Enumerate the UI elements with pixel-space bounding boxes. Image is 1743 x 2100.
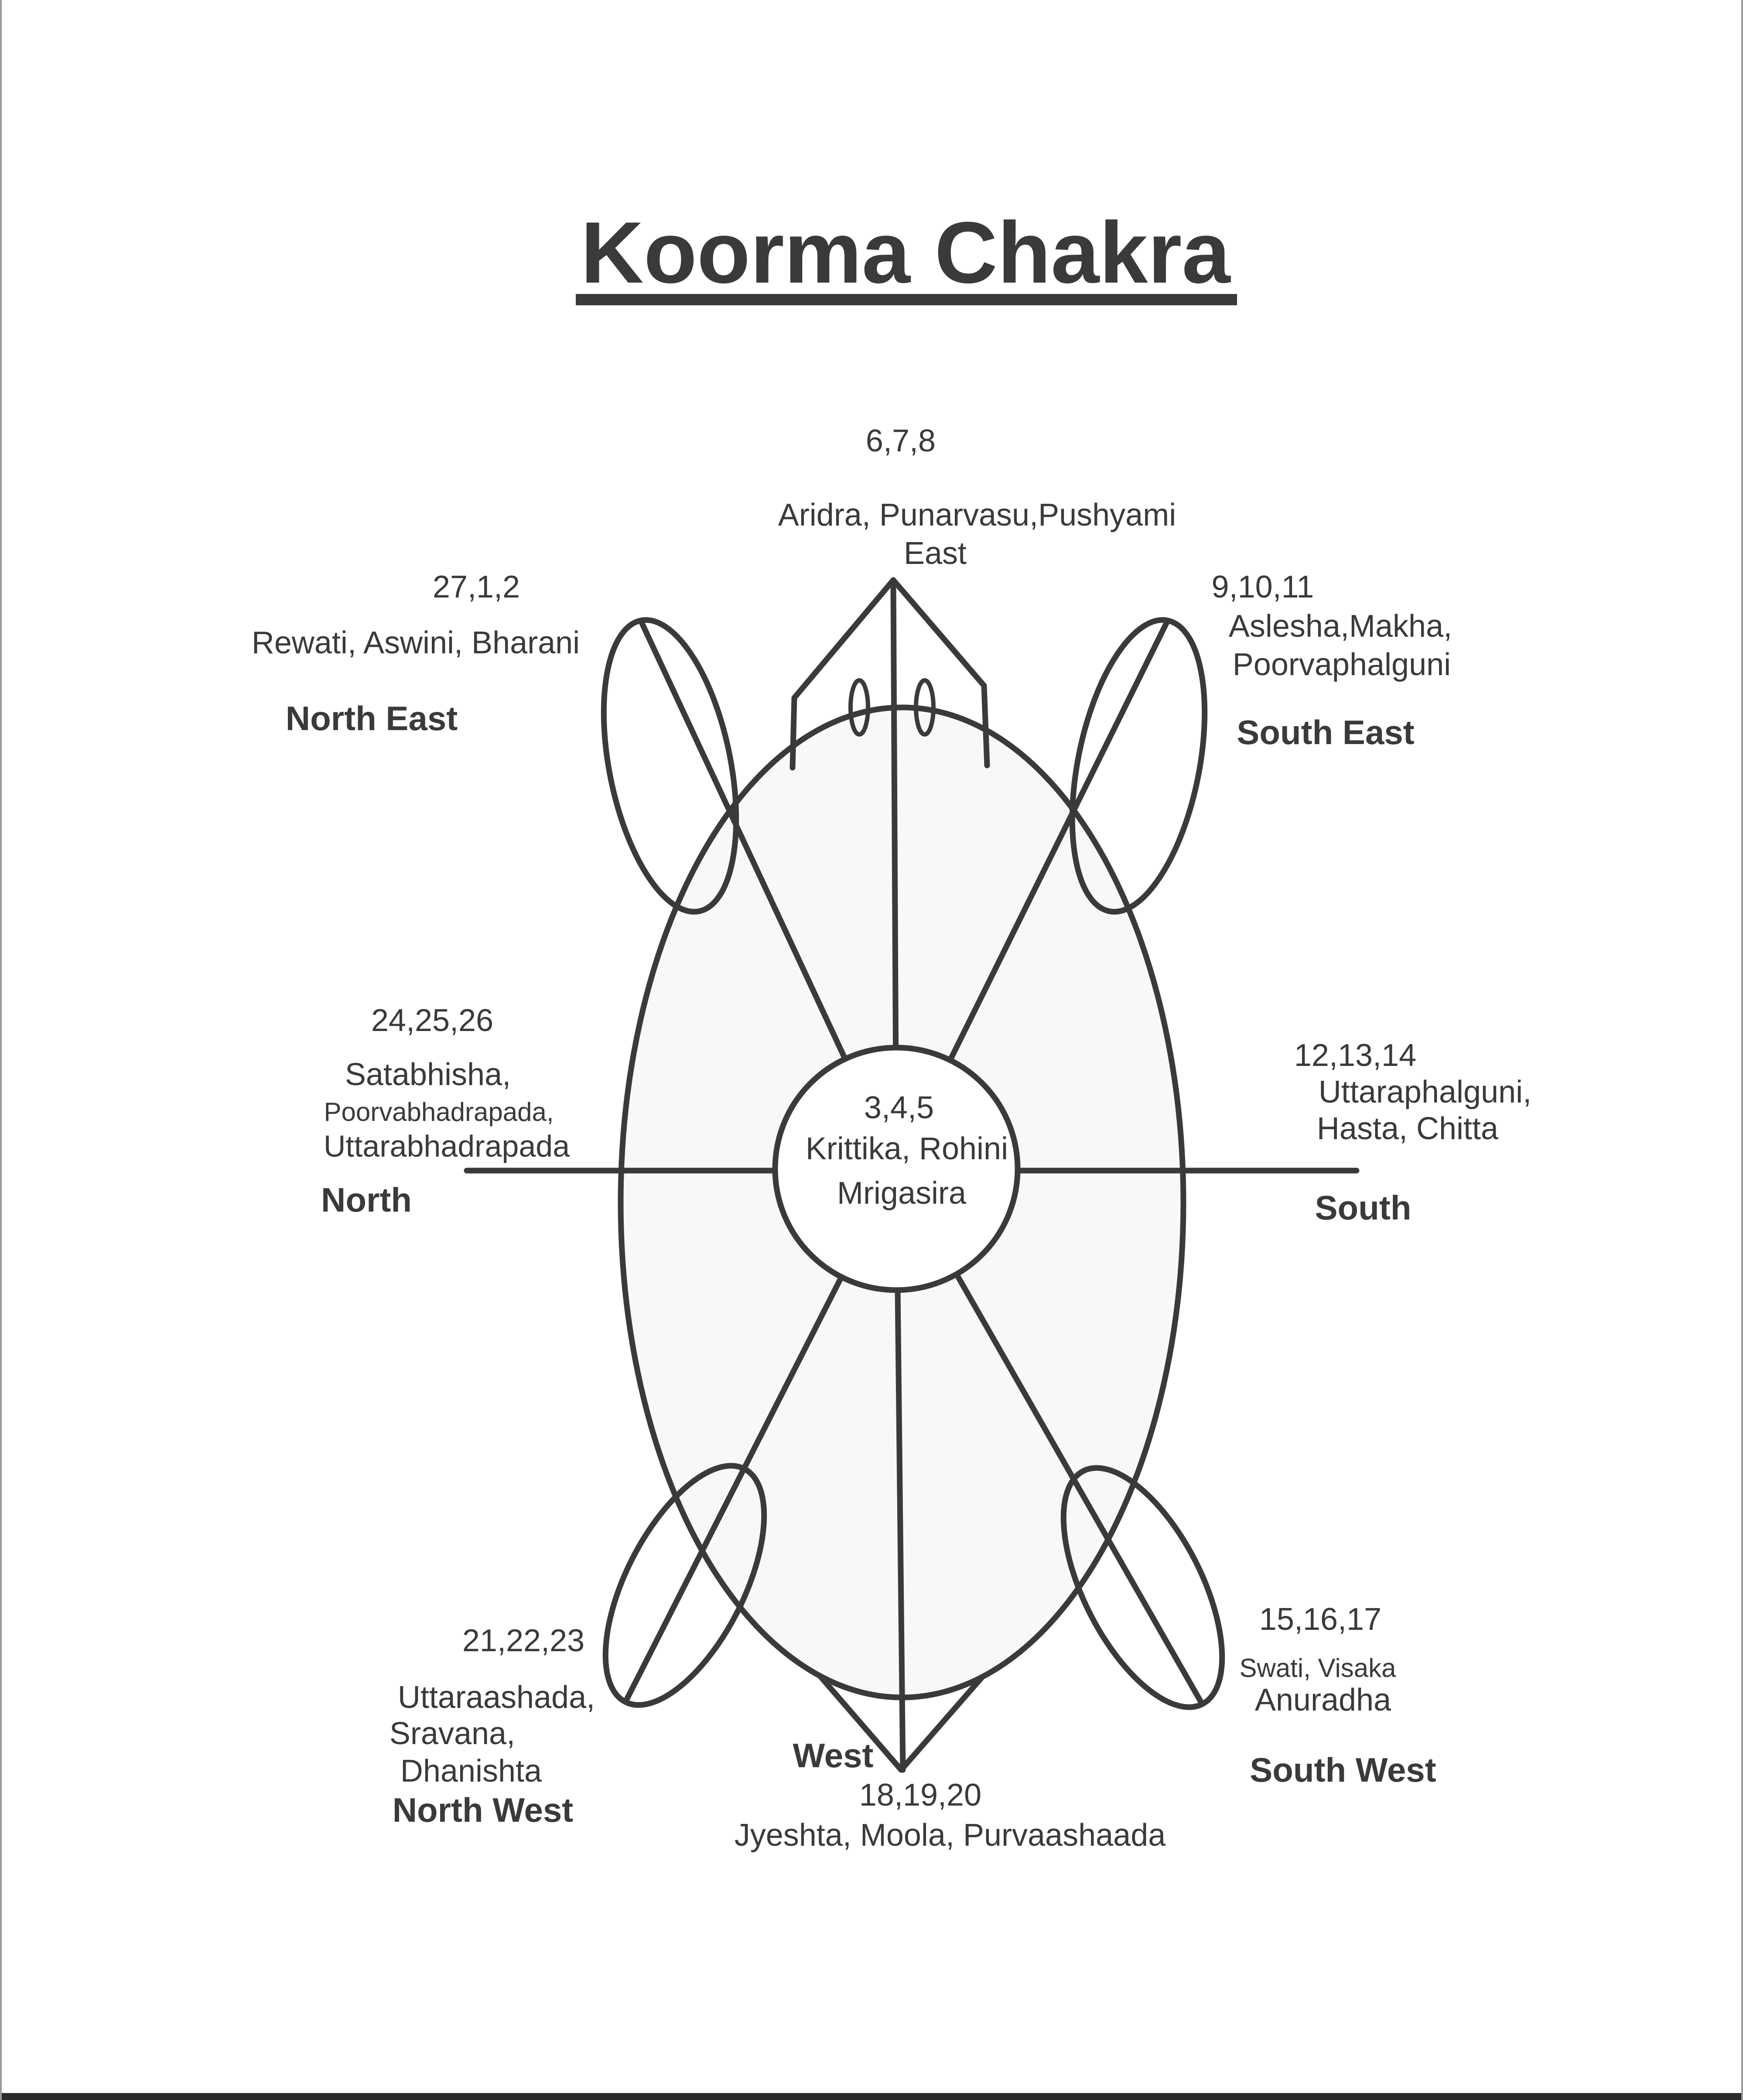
label-south-west-line1: Swati, Visaka: [1239, 1653, 1396, 1683]
title-underline: [576, 294, 1237, 305]
page-title: Koorma Chakra: [581, 204, 1231, 301]
label-north-east-numbers: 27,1,2: [433, 570, 520, 604]
label-north-line1: Satabhisha,: [345, 1057, 511, 1092]
label-north-west-line3: Dhanishta: [400, 1754, 542, 1789]
label-south-numbers: 12,13,14: [1294, 1038, 1416, 1073]
direction-label-west: West: [793, 1736, 874, 1775]
right-edge-line: [1741, 0, 1743, 2100]
label-south-line1: Uttaraphalguni,: [1319, 1075, 1531, 1110]
direction-label-north-east: North East: [286, 699, 458, 738]
direction-label-south-west: South West: [1250, 1751, 1436, 1789]
label-west-nakshatras: Jyeshta, Moola, Purvaashaada: [735, 1818, 1166, 1853]
center-line1: Krittika, Rohini: [806, 1131, 1008, 1166]
label-north-numbers: 24,25,26: [371, 1003, 493, 1038]
label-north-west-numbers: 21,22,23: [462, 1623, 584, 1658]
label-north-line2: Poorvabhadrapada,: [324, 1097, 554, 1127]
label-west-numbers: 18,19,20: [859, 1778, 981, 1813]
label-south-line2: Hasta, Chitta: [1317, 1111, 1499, 1146]
center-numbers: 3,4,5: [864, 1090, 934, 1125]
bottom-edge-line: [0, 2093, 1743, 2100]
turtle-tail: [817, 1673, 985, 1773]
direction-label-south-east: South East: [1237, 713, 1414, 751]
label-north-west-line1: Uttaraashada,: [398, 1680, 595, 1715]
label-south-east-line2: Poorvaphalguni: [1233, 647, 1451, 682]
label-north-line3: Uttarabhadrapada: [324, 1129, 570, 1163]
direction-label-south: South: [1315, 1188, 1411, 1227]
center-circle: [772, 1045, 1021, 1293]
center-line2: Mrigasira: [837, 1176, 967, 1211]
label-south-east-numbers: 9,10,11: [1212, 570, 1314, 604]
label-south-west-line2: Anuradha: [1255, 1683, 1391, 1718]
label-east-numbers: 6,7,8: [866, 423, 936, 458]
label-south-east-line1: Aslesha,Makha,: [1229, 609, 1452, 644]
turtle-eye-left: [848, 678, 870, 737]
label-south-west-numbers: 15,16,17: [1259, 1602, 1381, 1637]
label-east-nakshatras: Aridra, Punarvasu,Pushyami: [778, 498, 1176, 533]
label-north-east-nakshatras: Rewati, Aswini, Bharani: [252, 625, 580, 660]
direction-label-east: East: [904, 536, 967, 571]
direction-label-north: North: [321, 1181, 412, 1219]
label-north-west-line2: Sravana,: [390, 1716, 515, 1751]
left-edge-line: [0, 0, 2, 2100]
direction-label-north-west: North West: [393, 1791, 574, 1829]
